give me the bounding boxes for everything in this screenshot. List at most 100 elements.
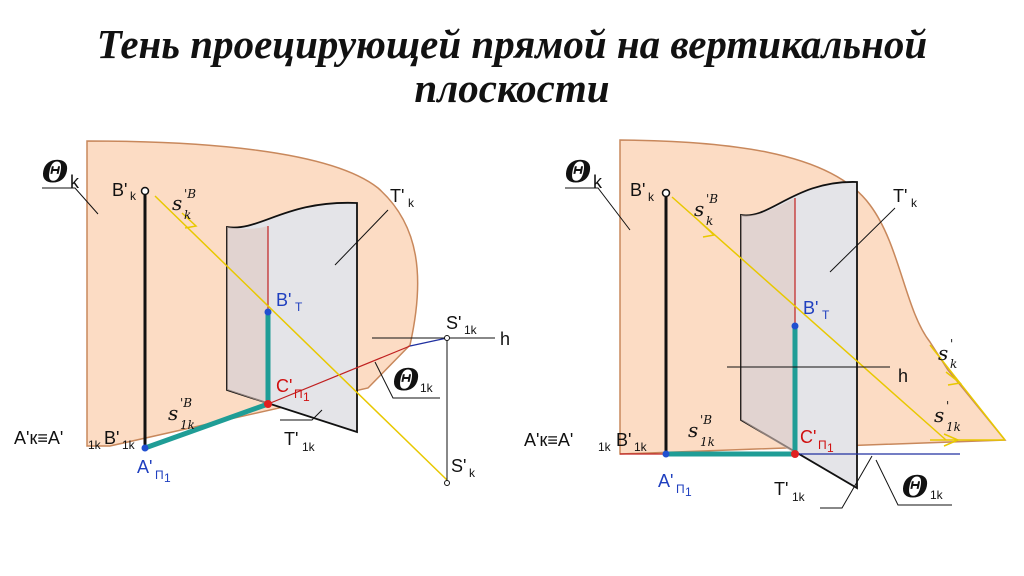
left-ray-arrow	[181, 212, 198, 229]
left-label-b-k: B'	[112, 180, 127, 200]
left-leader-t-k	[334, 209, 389, 266]
left-diagram: Θ k B' k s 'B k T' k B' T C' П 1 S' 1k h…	[14, 140, 510, 486]
right-label-c-p1: C'	[800, 427, 816, 447]
right-label-b-1k-sub: 1k	[634, 440, 648, 454]
left-leader-t-1k	[280, 409, 323, 421]
right-label-theta-1k-sub: 1k	[930, 488, 944, 502]
right-ray-arrow	[699, 221, 716, 238]
page-title: Тень проецирующей прямой на вертикальной…	[0, 22, 1024, 110]
left-label-a-k-group: A'к≡A'	[14, 428, 63, 448]
right-label-a-p1-sub: П	[676, 482, 685, 496]
left-label-t-1k: T'	[284, 429, 298, 449]
left-label-theta-1k: Θ	[393, 363, 419, 398]
right-label-a-p1-subsub: 1	[685, 485, 692, 499]
right-diagram: Θ k B' k s 'B k T' k B' T h s ' k s ' 1k…	[524, 139, 1007, 509]
right-label-s-1k-vec-sub: 1k	[700, 435, 715, 449]
right-ray-arrow-bottom	[943, 433, 960, 447]
left-label-s-1k-vec-sup: 'B	[180, 396, 192, 410]
right-label-s-k-vec-sup: '	[950, 337, 953, 351]
right-label-h: h	[898, 366, 908, 386]
right-ray-s	[671, 196, 947, 441]
left-label-theta-sub: k	[70, 172, 80, 192]
left-trace-blue	[409, 337, 448, 347]
right-label-s-1k-vec: s	[688, 418, 698, 442]
left-label-s-1k-vec-sub: 1k	[180, 418, 195, 432]
left-label-c-p1: C'	[276, 376, 292, 396]
right-label-b-1k: B'	[616, 430, 631, 450]
left-label-s-1k: S'	[446, 313, 461, 333]
right-label-s-k-vec: s	[938, 341, 948, 365]
left-point-c-p1	[264, 400, 272, 408]
left-label-a-p1-sub: П	[155, 468, 164, 482]
left-label-theta: Θ	[42, 155, 68, 190]
left-label-b-t-sub: T	[295, 300, 303, 314]
right-label-a-p1: A'	[658, 471, 673, 491]
right-label-theta-sub: k	[593, 172, 603, 192]
right-label-b-k: B'	[630, 180, 645, 200]
left-label-s-1k-sub: 1k	[464, 323, 478, 337]
right-label-t-k: T'	[893, 186, 907, 206]
right-label-s-1k-vec-outer-sub: 1k	[946, 420, 961, 434]
right-point-b-t	[791, 322, 799, 330]
right-label-s-vec: s	[694, 197, 704, 221]
right-label-s-vec-sub: k	[706, 214, 713, 228]
right-label-c-p1-sub: П	[818, 438, 827, 452]
right-plane-t-k-shade	[741, 198, 795, 454]
left-point-b-t	[264, 308, 272, 316]
right-label-b-k-sub: k	[648, 190, 655, 204]
left-ray-s	[154, 195, 448, 481]
left-label-c-p1-subsub: 1	[303, 390, 310, 404]
right-leader-theta-1k	[875, 459, 952, 506]
left-label-a-k-group-sub: 1k	[88, 438, 102, 452]
left-label-h: h	[500, 329, 510, 349]
left-label-b-1k: B'	[104, 428, 119, 448]
right-label-theta-1k: Θ	[902, 470, 928, 505]
right-label-t-k-sub: k	[911, 196, 918, 210]
right-point-b-k	[661, 188, 671, 198]
left-label-s-k: S'	[451, 456, 466, 476]
left-label-c-p1-sub: П	[294, 387, 303, 401]
left-label-s-vec-sub: k	[184, 208, 191, 222]
right-label-c-p1-subsub: 1	[827, 441, 834, 455]
left-label-t-k-sub: k	[408, 196, 415, 210]
left-label-b-t: B'	[276, 290, 291, 310]
left-leader-theta-k	[42, 187, 99, 215]
left-label-t-k: T'	[390, 186, 404, 206]
page-title-line-2: плоскости	[414, 65, 610, 111]
right-label-t-1k-sub: 1k	[792, 490, 806, 504]
left-point-s-k	[444, 480, 450, 486]
right-ray-s-k-outer	[929, 344, 1006, 441]
right-leader-t-1k	[820, 455, 873, 509]
left-label-s-k-sub: k	[469, 466, 476, 480]
right-label-s-1k-vec-outer-sup: '	[946, 399, 949, 413]
left-leader-theta-1k	[374, 361, 440, 399]
right-leader-theta-k	[565, 187, 631, 231]
right-ray-arrow-outer	[945, 371, 962, 386]
right-point-a-p1	[662, 450, 670, 458]
right-label-a-k-group-sub: 1k	[598, 440, 612, 454]
left-label-s-vec-sup: 'B	[184, 187, 196, 201]
left-label-a-p1: A'	[137, 457, 152, 477]
right-leader-t-k	[829, 207, 896, 273]
right-label-s-vec-sup: 'B	[706, 192, 718, 206]
right-label-b-t-sub: T	[822, 308, 830, 322]
left-label-a-p1-subsub: 1	[164, 471, 171, 485]
left-point-b-k	[140, 186, 150, 196]
right-label-s-1k-vec-outer: s	[934, 403, 944, 427]
left-label-b-1k-sub: 1k	[122, 438, 136, 452]
left-label-s-vec: s	[172, 191, 182, 215]
left-plane-t-k-shade	[227, 226, 268, 404]
right-point-c-p1	[791, 450, 799, 458]
left-label-s-1k-vec: s	[168, 401, 178, 425]
left-shadow-horizontal	[144, 401, 269, 451]
right-label-a-k-group: A'к≡A'	[524, 430, 573, 450]
left-point-a-p1	[141, 444, 149, 452]
page-title-line-1: Тень проецирующей прямой на вертикальной	[96, 21, 928, 67]
right-label-theta: Θ	[565, 155, 591, 190]
right-label-s-1k-vec-sup: 'B	[700, 413, 712, 427]
left-point-s-1k	[444, 335, 450, 341]
left-label-t-1k-sub: 1k	[302, 440, 316, 454]
right-label-t-1k: T'	[774, 479, 788, 499]
left-label-b-k-sub: k	[130, 189, 137, 203]
